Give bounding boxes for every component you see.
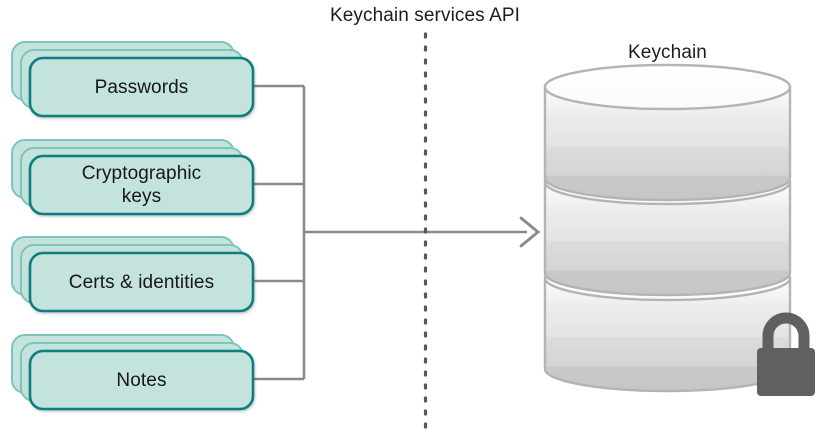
card-stack-cryptographic-keys[interactable] xyxy=(11,139,255,216)
card-front[interactable] xyxy=(28,154,255,216)
card-label-cryptographic-keys: Cryptographic keys xyxy=(81,163,202,207)
card-stack-notes[interactable] xyxy=(11,334,255,411)
arrow-head-icon xyxy=(519,216,541,248)
card-label-passwords: Passwords xyxy=(94,76,189,98)
card-label-certs-identities: Certs & identities xyxy=(68,271,215,293)
api-boundary-label: Keychain services API xyxy=(329,5,521,26)
keychain-disc-top xyxy=(543,63,792,202)
lock-icon xyxy=(757,312,815,396)
card-label-notes: Notes xyxy=(116,369,167,391)
card-stack-passwords[interactable] xyxy=(11,41,255,118)
card-front[interactable] xyxy=(28,56,255,118)
card-front[interactable] xyxy=(28,349,255,411)
card-front[interactable] xyxy=(28,251,255,313)
keychain-title: Keychain xyxy=(628,42,707,63)
card-stack-certs-identities[interactable] xyxy=(11,236,255,313)
